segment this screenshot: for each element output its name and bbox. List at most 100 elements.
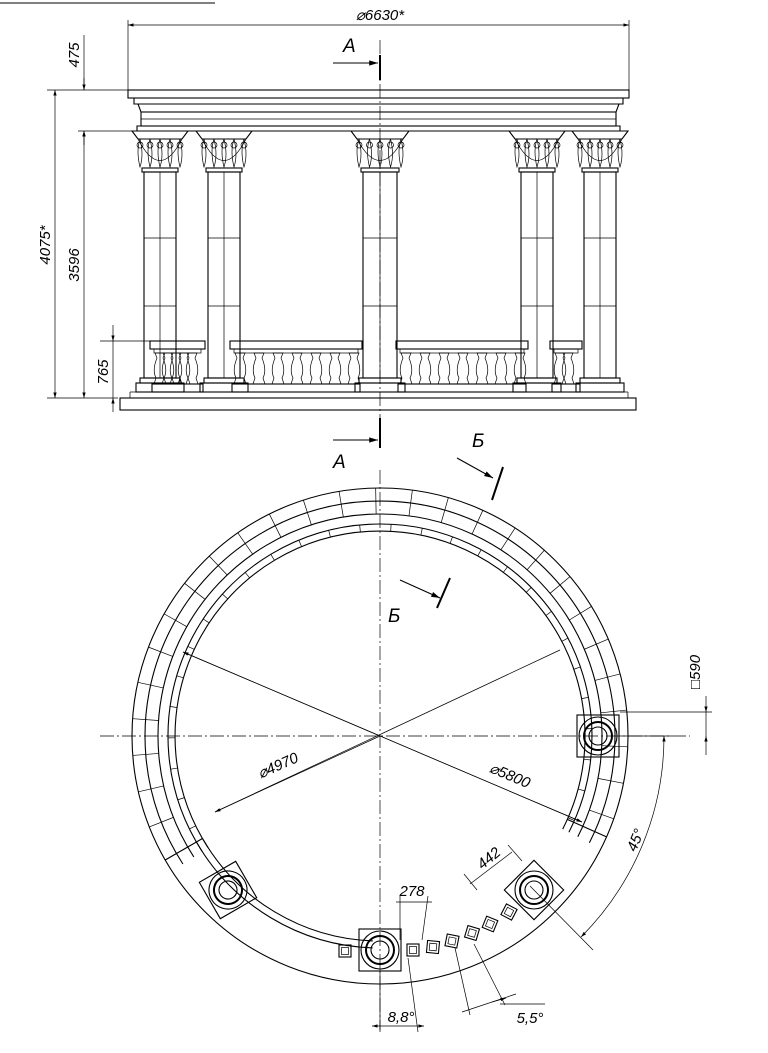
post-6 — [481, 915, 499, 933]
ring-block-joint-inner — [244, 572, 250, 579]
ring-block-joint-inner — [567, 817, 575, 821]
baluster — [418, 352, 432, 385]
ring-block-joint-inner — [561, 637, 569, 642]
bottom-rail — [397, 383, 527, 393]
post-2 — [406, 943, 420, 957]
column-abacus — [194, 130, 254, 140]
ring-block-joint — [209, 555, 228, 576]
post-square — [481, 915, 499, 933]
ring-arc-2 — [157, 513, 603, 858]
label-height-columns: 3596 — [66, 248, 83, 282]
column-necking — [518, 167, 556, 173]
ring-block-joint — [237, 532, 253, 555]
baluster — [309, 352, 323, 385]
column-base-4 — [198, 860, 258, 920]
post-3 — [425, 939, 441, 955]
baluster — [561, 352, 575, 385]
ring-block-joint-inner — [170, 706, 178, 708]
ring-block-joint-inner — [525, 587, 532, 593]
ring-arc-1 — [144, 500, 616, 865]
dimension-base-size: □590 — [620, 654, 712, 755]
post-square — [338, 944, 352, 958]
elevation-view: ⌀6630* А А 4075* 3596 — [37, 7, 637, 473]
ring-block-joint-inner — [270, 554, 275, 561]
angle-arc-45 — [580, 735, 666, 938]
label-section-b-bottom: Б — [388, 606, 400, 627]
section-b-mark-outer — [491, 466, 504, 501]
column-torus — [139, 377, 181, 384]
ring-block-joint-inner — [187, 646, 195, 650]
column-plinth — [575, 382, 625, 393]
dimension-overall-diameter: ⌀6630* — [127, 7, 630, 95]
label-diameter-outer: ⌀5800 — [487, 760, 533, 792]
ring-end — [164, 838, 203, 861]
ring-segments — [132, 488, 628, 949]
handrail — [549, 340, 583, 350]
ring-arc-bottom-outer — [195, 841, 373, 949]
label-post-spacing: 442 — [474, 844, 505, 874]
post-square — [406, 943, 420, 957]
handrail — [149, 340, 206, 350]
balustrade-4 — [549, 340, 583, 393]
label-section-b-top: Б — [472, 431, 484, 452]
post-square — [500, 903, 518, 921]
ring-block-joint — [584, 638, 609, 650]
ring-block-joint-inner — [177, 797, 185, 801]
ring-block-joint-inner — [298, 540, 302, 547]
ring-block-joint — [408, 490, 413, 516]
baluster — [161, 352, 175, 385]
ring-block-joint — [338, 491, 344, 518]
label-height-total: 4075* — [37, 224, 54, 264]
column-5 — [570, 130, 630, 393]
balustrade-2 — [229, 340, 363, 393]
ring-block-joint-inner — [203, 618, 210, 624]
post-4 — [444, 933, 460, 949]
ring-block-joint — [471, 510, 484, 535]
column-plinth — [199, 382, 249, 393]
post-1 — [338, 944, 352, 958]
ring-block-joint — [600, 709, 627, 714]
ring-block-joint — [594, 673, 621, 681]
ring-block-joint — [149, 817, 174, 828]
handrail — [229, 340, 363, 350]
ring-block-joint — [549, 576, 571, 594]
ring-block-joint-inner — [170, 767, 178, 770]
baluster — [290, 352, 304, 385]
ring-block-joint — [269, 513, 282, 538]
ring-block-joint — [163, 613, 187, 627]
ring-block-joint-inner — [503, 566, 508, 573]
baluster — [177, 352, 191, 385]
ring-block-joint — [526, 550, 545, 570]
column-3 — [349, 130, 411, 393]
ring-block-joint — [148, 646, 173, 657]
baluster-posts — [338, 903, 518, 958]
base-core — [370, 940, 390, 960]
ring-block-joint-inner — [420, 528, 423, 536]
post-5 — [463, 924, 481, 942]
column-plinth — [354, 382, 406, 393]
baluster — [456, 352, 470, 385]
label-angle-5-5: 5,5° — [517, 1010, 544, 1027]
ring-arc-4 — [174, 530, 586, 848]
plinth — [119, 397, 637, 411]
column-abacus — [130, 130, 190, 140]
column-abacus — [570, 130, 630, 140]
ring-block-joint-inner — [581, 697, 589, 699]
entablature — [127, 89, 630, 132]
ring-block-joint — [589, 809, 614, 820]
ring-block-joint-inner — [583, 758, 591, 761]
label-base-size: □590 — [687, 654, 704, 689]
label-section-a-top: А — [342, 36, 356, 57]
bottom-rail — [151, 383, 204, 393]
baluster — [271, 352, 285, 385]
ring-block-joint-inner — [577, 788, 585, 792]
dimension-5-5-deg — [461, 993, 517, 1013]
balustrade-3 — [395, 340, 529, 393]
baluster — [233, 352, 247, 385]
ring-arc-3 — [167, 523, 593, 852]
ring-arc-bottom-inner — [202, 838, 373, 942]
column-necking — [205, 167, 243, 173]
label-post-size: 278 — [398, 883, 425, 900]
baluster — [494, 352, 508, 385]
ring-block-joint — [184, 583, 206, 600]
